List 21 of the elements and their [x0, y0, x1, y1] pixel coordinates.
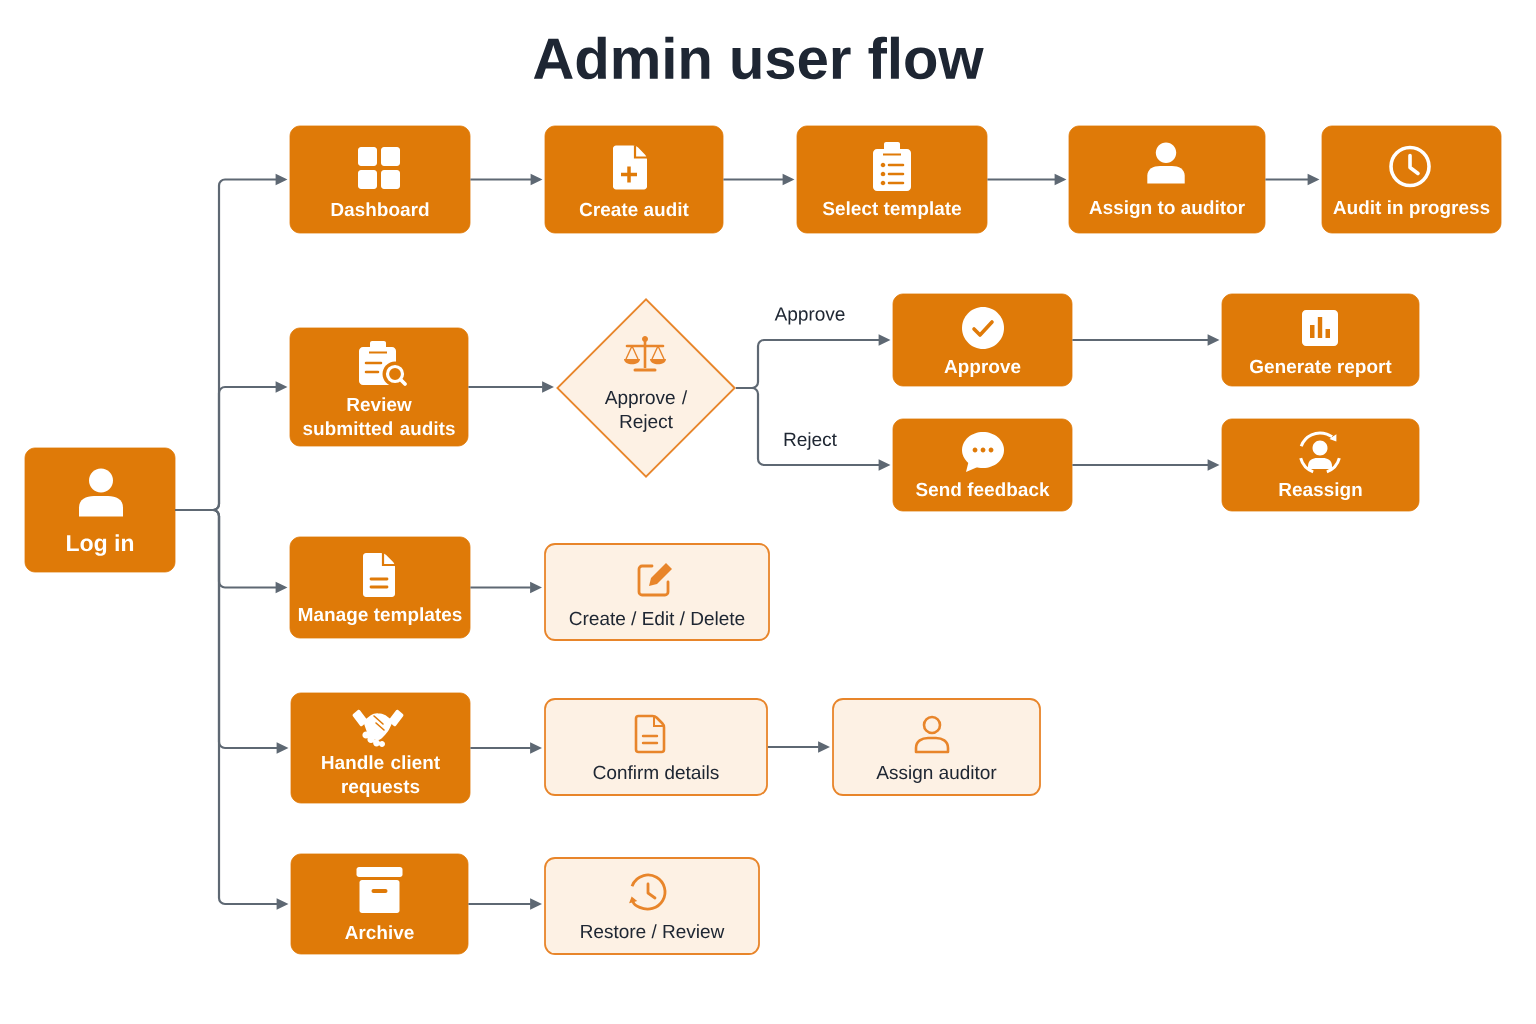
step-box: Confirm details	[544, 698, 768, 796]
step-box: Assign auditor	[832, 698, 1041, 796]
step-box: Restore / Review	[544, 857, 760, 955]
title: Admin user flow	[533, 36, 984, 80]
step-box: Reassign	[1221, 418, 1420, 512]
step-box: Select template	[796, 125, 988, 234]
step-box: Log in	[24, 447, 176, 573]
step-box: Approve	[892, 293, 1073, 387]
step-box: Create audit	[544, 125, 724, 234]
step-box: Assign to auditor	[1068, 125, 1266, 234]
step-box: Create / Edit / Delete	[544, 543, 770, 641]
step-box: Generate report	[1221, 293, 1420, 387]
step-box: Review submitted audits	[289, 327, 469, 447]
step-box: Send feedback	[892, 418, 1073, 512]
step-box: Handle client requests	[290, 692, 471, 804]
edge-label: Approve	[774, 307, 845, 325]
step-box: Manage templates	[289, 536, 471, 639]
step-box: Audit in progress	[1321, 125, 1502, 234]
step-box: Archive	[290, 853, 469, 955]
edge-label: Reject	[784, 432, 837, 450]
step-box: Dashboard	[289, 125, 471, 234]
